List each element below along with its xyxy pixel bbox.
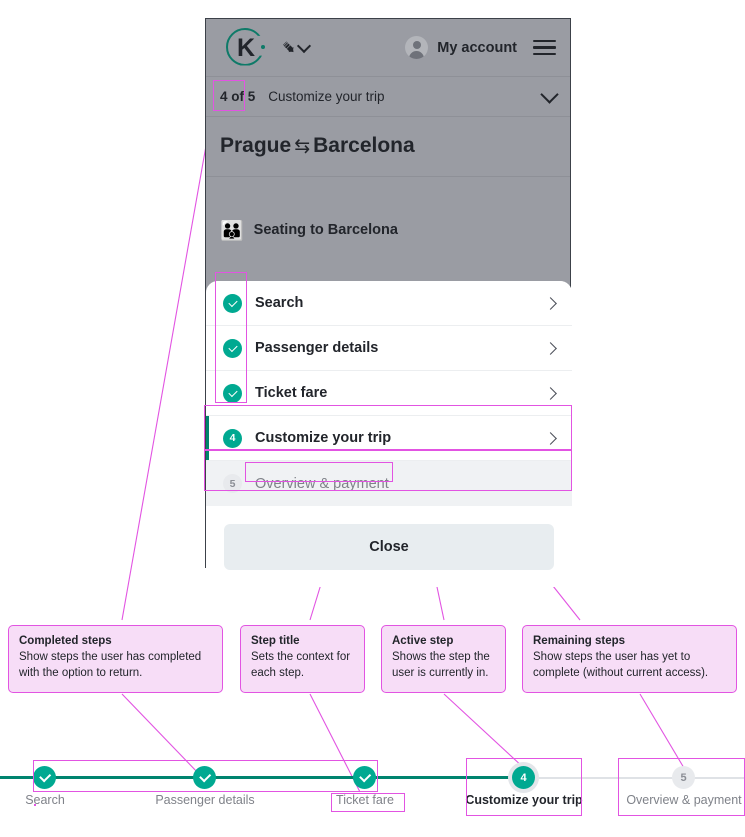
- step-number-badge: 5: [672, 766, 695, 789]
- seating-section-label: Seating to Barcelona: [253, 222, 398, 238]
- callout-title: Remaining steps: [533, 635, 626, 647]
- highlight-stepper-done-group: [33, 760, 378, 792]
- my-account-label: My account: [437, 39, 517, 56]
- step-label: Customize your trip: [255, 430, 392, 446]
- seat-icon: 👪: [220, 221, 244, 242]
- callout-active-step: Active step Shows the step the user is c…: [381, 625, 506, 693]
- step-count-label: 4 of 5: [220, 89, 256, 104]
- chevron-right-icon[interactable]: [544, 386, 557, 400]
- highlight-remaining-step-label: [245, 462, 393, 482]
- flight-type-selector[interactable]: ➠: [277, 36, 312, 59]
- airplane-icon: ➠: [277, 35, 301, 60]
- stepper-label: Passenger details: [155, 793, 255, 807]
- step-row-overview-and-payment: 5 Overview & payment: [206, 461, 572, 506]
- stepper-track-remaining: [524, 777, 745, 779]
- chevron-down-icon[interactable]: [540, 84, 559, 104]
- chevron-right-icon[interactable]: [544, 341, 557, 355]
- mobile-checkout-mockup: K ➠ My account 4 of 5 Customize your tri…: [205, 18, 572, 587]
- highlight-completed-badges: [215, 272, 247, 403]
- current-step-title: Customize your trip: [268, 89, 385, 104]
- steps-bottom-sheet: Search Passenger details Ticket fare 4 C…: [206, 281, 572, 587]
- step-row-ticket-fare[interactable]: Ticket fare: [206, 371, 572, 416]
- route-title: Prague⇆Barcelona: [220, 134, 415, 158]
- sheet-footer: Close: [206, 506, 572, 587]
- app-top-bar: K ➠ My account: [206, 19, 570, 76]
- check-circle-icon: [193, 766, 216, 789]
- callout-title: Active step: [392, 635, 454, 647]
- stepper-label: Customize your trip: [465, 793, 583, 807]
- step-row-search[interactable]: Search: [206, 281, 572, 326]
- step-label: Search: [255, 295, 304, 311]
- callout-step-title: Step title Sets the context for each ste…: [240, 625, 365, 693]
- step-row-customize-your-trip[interactable]: 4 Customize your trip: [206, 416, 572, 461]
- highlight-stepper-ticket-fare-label: [331, 793, 405, 812]
- step-label: Passenger details: [255, 340, 379, 356]
- callout-completed-steps: Completed steps Show steps the user has …: [8, 625, 223, 693]
- check-circle-icon: [223, 338, 242, 358]
- callout-title: Completed steps: [19, 635, 112, 647]
- check-circle-icon: [223, 293, 242, 313]
- stepper-label: Overview & payment: [626, 793, 742, 807]
- hamburger-menu-icon[interactable]: [533, 35, 556, 60]
- logo-dot: [260, 44, 265, 49]
- stepper-label: Search: [25, 793, 65, 807]
- chevron-down-icon: [297, 38, 312, 54]
- logo-letter: K: [236, 33, 256, 62]
- close-button[interactable]: Close: [224, 523, 554, 570]
- callout-body: Show steps the user has completed with t…: [19, 651, 202, 680]
- step-label: Ticket fare: [255, 385, 328, 401]
- callout-body: Shows the step the user is currently in.: [392, 651, 490, 680]
- stepper-label: Ticket fare: [336, 793, 394, 807]
- highlight-stepper-remaining: [618, 758, 745, 816]
- step-label: Overview & payment: [255, 475, 389, 492]
- check-circle-icon: [353, 766, 376, 789]
- kiwi-logo-icon[interactable]: K: [224, 26, 268, 70]
- swap-icon: ⇆: [294, 136, 311, 157]
- step-row-passenger-details[interactable]: Passenger details: [206, 326, 572, 371]
- desktop-progress-stepper: Search Passenger details Ticket fare 4 C…: [0, 745, 745, 837]
- step-number-badge: 5: [223, 474, 242, 493]
- stepper-track-completed: [0, 776, 524, 779]
- route-destination: Barcelona: [313, 134, 415, 157]
- my-account-button[interactable]: My account: [405, 36, 517, 59]
- highlight-step-count: [213, 80, 245, 111]
- highlight-remaining-step-row: [204, 450, 572, 491]
- step-number-badge: 4: [223, 428, 242, 448]
- highlight-active-step-row: [204, 405, 572, 450]
- check-circle-icon: [33, 766, 56, 789]
- route-origin: Prague: [220, 134, 292, 157]
- step-number-badge: 4: [512, 766, 535, 789]
- callout-title: Step title: [251, 635, 300, 647]
- highlight-stepper-active: [466, 758, 582, 816]
- steps-list: Search Passenger details Ticket fare 4 C…: [206, 281, 572, 506]
- route-header: Prague⇆Barcelona: [206, 117, 570, 175]
- highlight-stepper-completed: [34, 804, 36, 806]
- callout-body: Sets the context for each step.: [251, 651, 351, 680]
- progress-summary-row[interactable]: 4 of 5 Customize your trip: [206, 76, 570, 117]
- chevron-right-icon[interactable]: [544, 296, 557, 310]
- seating-section-header: 👪 Seating to Barcelona: [206, 176, 570, 281]
- callout-remaining-steps: Remaining steps Show steps the user has …: [522, 625, 737, 693]
- check-circle-icon: [223, 383, 242, 403]
- avatar-icon: [405, 36, 429, 59]
- callout-body: Show steps the user has yet to complete …: [533, 651, 709, 680]
